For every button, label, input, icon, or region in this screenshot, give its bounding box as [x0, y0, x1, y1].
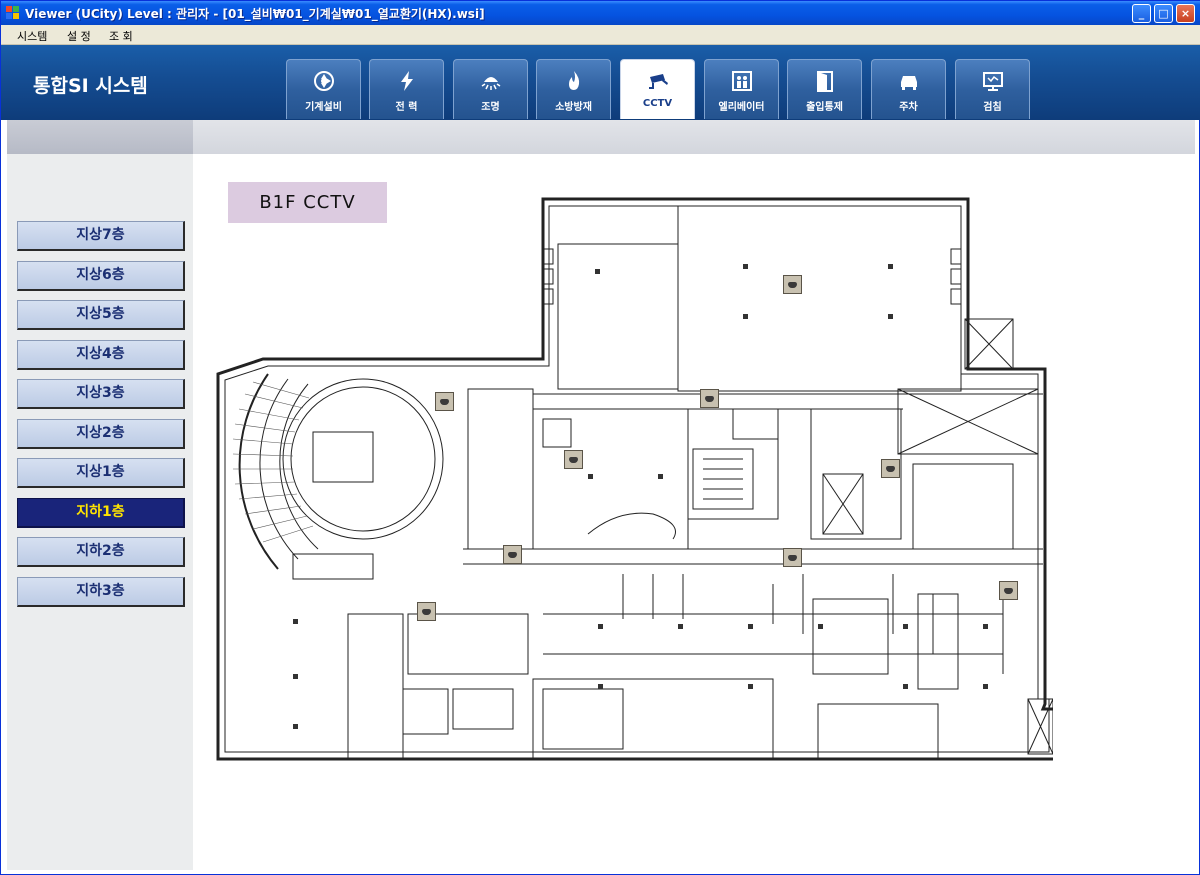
fire-icon [569, 71, 580, 90]
cctv-camera-marker[interactable] [564, 450, 583, 469]
title-bar[interactable]: Viewer (UCity) Level : 관리자 - [01_설비₩01_기… [1, 1, 1200, 25]
app-title: 통합SI 시스템 [33, 75, 148, 97]
tab-label: 출입통제 [806, 102, 843, 113]
floorplan-drawing [216, 197, 1053, 761]
tab-label: CCTV [642, 98, 673, 109]
tab-label: 소방방재 [555, 102, 592, 113]
car-icon [901, 76, 917, 90]
meter-monitor-icon [983, 72, 1003, 91]
tab-parking[interactable]: 주차 [871, 59, 946, 119]
floor-button-7f[interactable]: 지상7층 [17, 221, 185, 251]
tab-access[interactable]: 출입통제 [787, 59, 862, 119]
window-title: Viewer (UCity) Level : 관리자 - [01_설비₩01_기… [25, 7, 485, 21]
floor-button-b1[interactable]: 지하1층 [17, 498, 185, 528]
menu-settings[interactable]: 설 정 [67, 30, 91, 43]
floor-button-5f[interactable]: 지상5층 [17, 300, 185, 330]
app-icon [6, 6, 19, 19]
sidebar-header [7, 120, 193, 154]
tab-label: 기계설비 [305, 102, 342, 113]
menu-bar: 시스템 설 정 조 회 [1, 25, 1200, 45]
menu-query[interactable]: 조 회 [109, 30, 133, 43]
cctv-camera-icon [649, 74, 668, 89]
tab-fire[interactable]: 소방방재 [536, 59, 611, 119]
tab-metering[interactable]: 검침 [955, 59, 1030, 119]
lamp-icon [481, 77, 501, 90]
floor-button-1f[interactable]: 지상1층 [17, 458, 185, 488]
floor-button-2f[interactable]: 지상2층 [17, 419, 185, 449]
tab-power[interactable]: 전 력 [369, 59, 444, 119]
floor-title-label: B1F CCTV [228, 182, 387, 223]
content-header [193, 120, 1195, 154]
cctv-camera-marker[interactable] [783, 548, 802, 567]
floorplan-panel: B1F CCTV [193, 154, 1195, 870]
tab-label: 주차 [899, 102, 918, 113]
cctv-camera-marker[interactable] [503, 545, 522, 564]
cctv-camera-marker[interactable] [435, 392, 454, 411]
maximize-button[interactable]: □ [1154, 4, 1173, 23]
tab-lighting[interactable]: 조명 [453, 59, 528, 119]
cctv-camera-marker[interactable] [783, 275, 802, 294]
tab-elevator[interactable]: 엘리베이터 [704, 59, 779, 119]
minimize-button[interactable]: _ [1132, 4, 1151, 23]
lightning-icon [401, 71, 413, 91]
close-button[interactable]: × [1176, 4, 1195, 23]
floor-button-4f[interactable]: 지상4층 [17, 340, 185, 370]
tab-cctv[interactable]: CCTV [620, 59, 695, 119]
cctv-camera-marker[interactable] [881, 459, 900, 478]
menu-system[interactable]: 시스템 [17, 30, 48, 43]
tab-label: 검침 [983, 102, 1002, 113]
floor-sidebar: 지상7층 지상6층 지상5층 지상4층 지상3층 지상2층 지상1층 지하1층 … [7, 154, 193, 870]
tab-label: 전 력 [395, 102, 418, 113]
floor-button-b3[interactable]: 지하3층 [17, 577, 185, 607]
floor-button-3f[interactable]: 지상3층 [17, 379, 185, 409]
floor-button-b2[interactable]: 지하2층 [17, 537, 185, 567]
fan-icon [314, 71, 334, 91]
tab-label: 조명 [481, 102, 500, 113]
cctv-camera-marker[interactable] [700, 389, 719, 408]
floor-button-6f[interactable]: 지상6층 [17, 261, 185, 291]
tab-label: 엘리베이터 [718, 102, 765, 113]
tab-mechanical[interactable]: 기계설비 [286, 59, 361, 119]
cctv-camera-marker[interactable] [999, 581, 1018, 600]
elevator-icon [732, 71, 752, 91]
door-icon [817, 71, 833, 92]
cctv-camera-marker[interactable] [417, 602, 436, 621]
